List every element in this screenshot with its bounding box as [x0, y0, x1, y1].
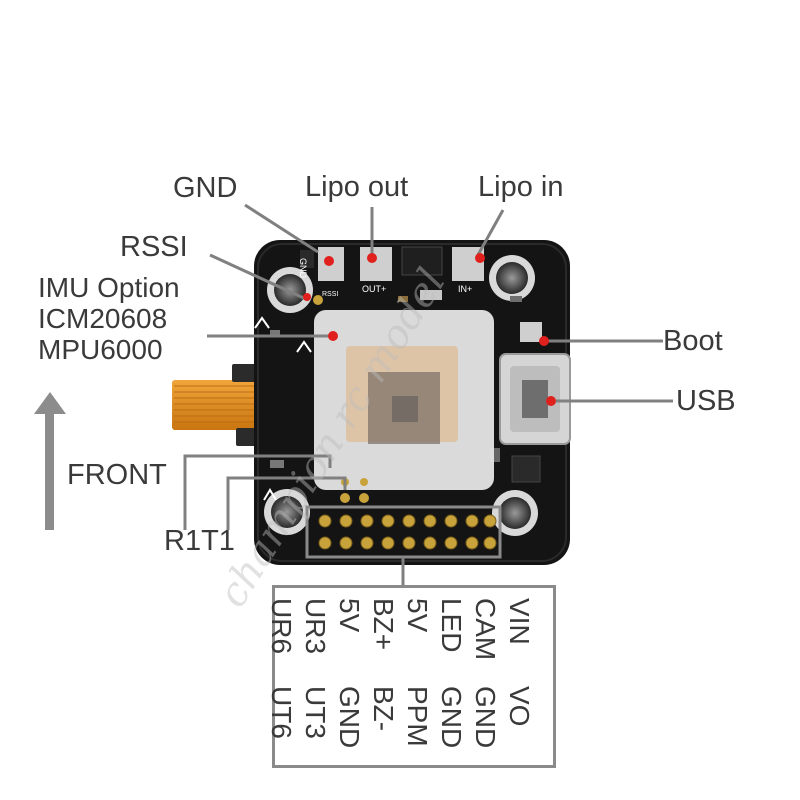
pin-5v-a: 5V: [402, 598, 433, 633]
pin-led: LED: [436, 598, 467, 653]
smd-components: [270, 290, 542, 483]
imu-cover: [314, 310, 494, 490]
label-gnd: GND: [173, 172, 238, 204]
label-front: FRONT: [67, 459, 167, 491]
silk-gnd: GND: [298, 258, 308, 279]
mounting-holes: [264, 255, 538, 536]
pin-ur6: UR6: [266, 598, 297, 655]
marker-dots: [303, 253, 556, 406]
r1t1-pads: [340, 478, 369, 503]
pin-bz-minus: BZ-: [368, 686, 399, 732]
pin-ut6: UT6: [266, 686, 297, 739]
pin-bz-plus: BZ+: [368, 598, 399, 651]
pinout-table: VIN CAM LED 5V BZ+ 5V UR3 UR6 VO GND GND…: [266, 585, 556, 768]
silk-in: IN+: [458, 284, 472, 294]
label-lipo-out: Lipo out: [305, 171, 409, 203]
pin-vo: VO: [504, 686, 535, 727]
label-mpu6000: MPU6000: [38, 334, 163, 365]
pin-gnd-a: GND: [470, 686, 501, 749]
leader-lines: [183, 203, 673, 588]
silkscreen: GND OUT+ IN+ RSSI: [298, 258, 472, 298]
pin-gnd-b: GND: [436, 686, 467, 749]
label-r1t1: R1T1: [164, 525, 235, 557]
label-rssi: RSSI: [120, 231, 188, 263]
label-imu-option: IMU Option: [38, 272, 180, 303]
label-lipo-in: Lipo in: [478, 171, 564, 203]
front-arrow-icon: [34, 392, 66, 530]
header-pins: [318, 514, 497, 550]
pin-vin: VIN: [504, 598, 535, 645]
pin-ut3: UT3: [300, 686, 331, 739]
pin-ur3: UR3: [300, 598, 331, 655]
silk-out: OUT+: [362, 284, 386, 294]
label-icm20608: ICM20608: [38, 303, 168, 334]
pin-ppm: PPM: [402, 686, 433, 747]
label-usb: USB: [676, 385, 736, 417]
silk-rssi: RSSI: [322, 291, 338, 298]
pin-cam: CAM: [470, 598, 501, 661]
usb-connector: [499, 353, 571, 445]
pin-gnd-c: GND: [334, 686, 365, 749]
pin-5v-b: 5V: [334, 598, 365, 633]
power-pads: [300, 246, 484, 281]
orientation-marks: [254, 316, 312, 501]
label-boot: Boot: [663, 325, 723, 357]
